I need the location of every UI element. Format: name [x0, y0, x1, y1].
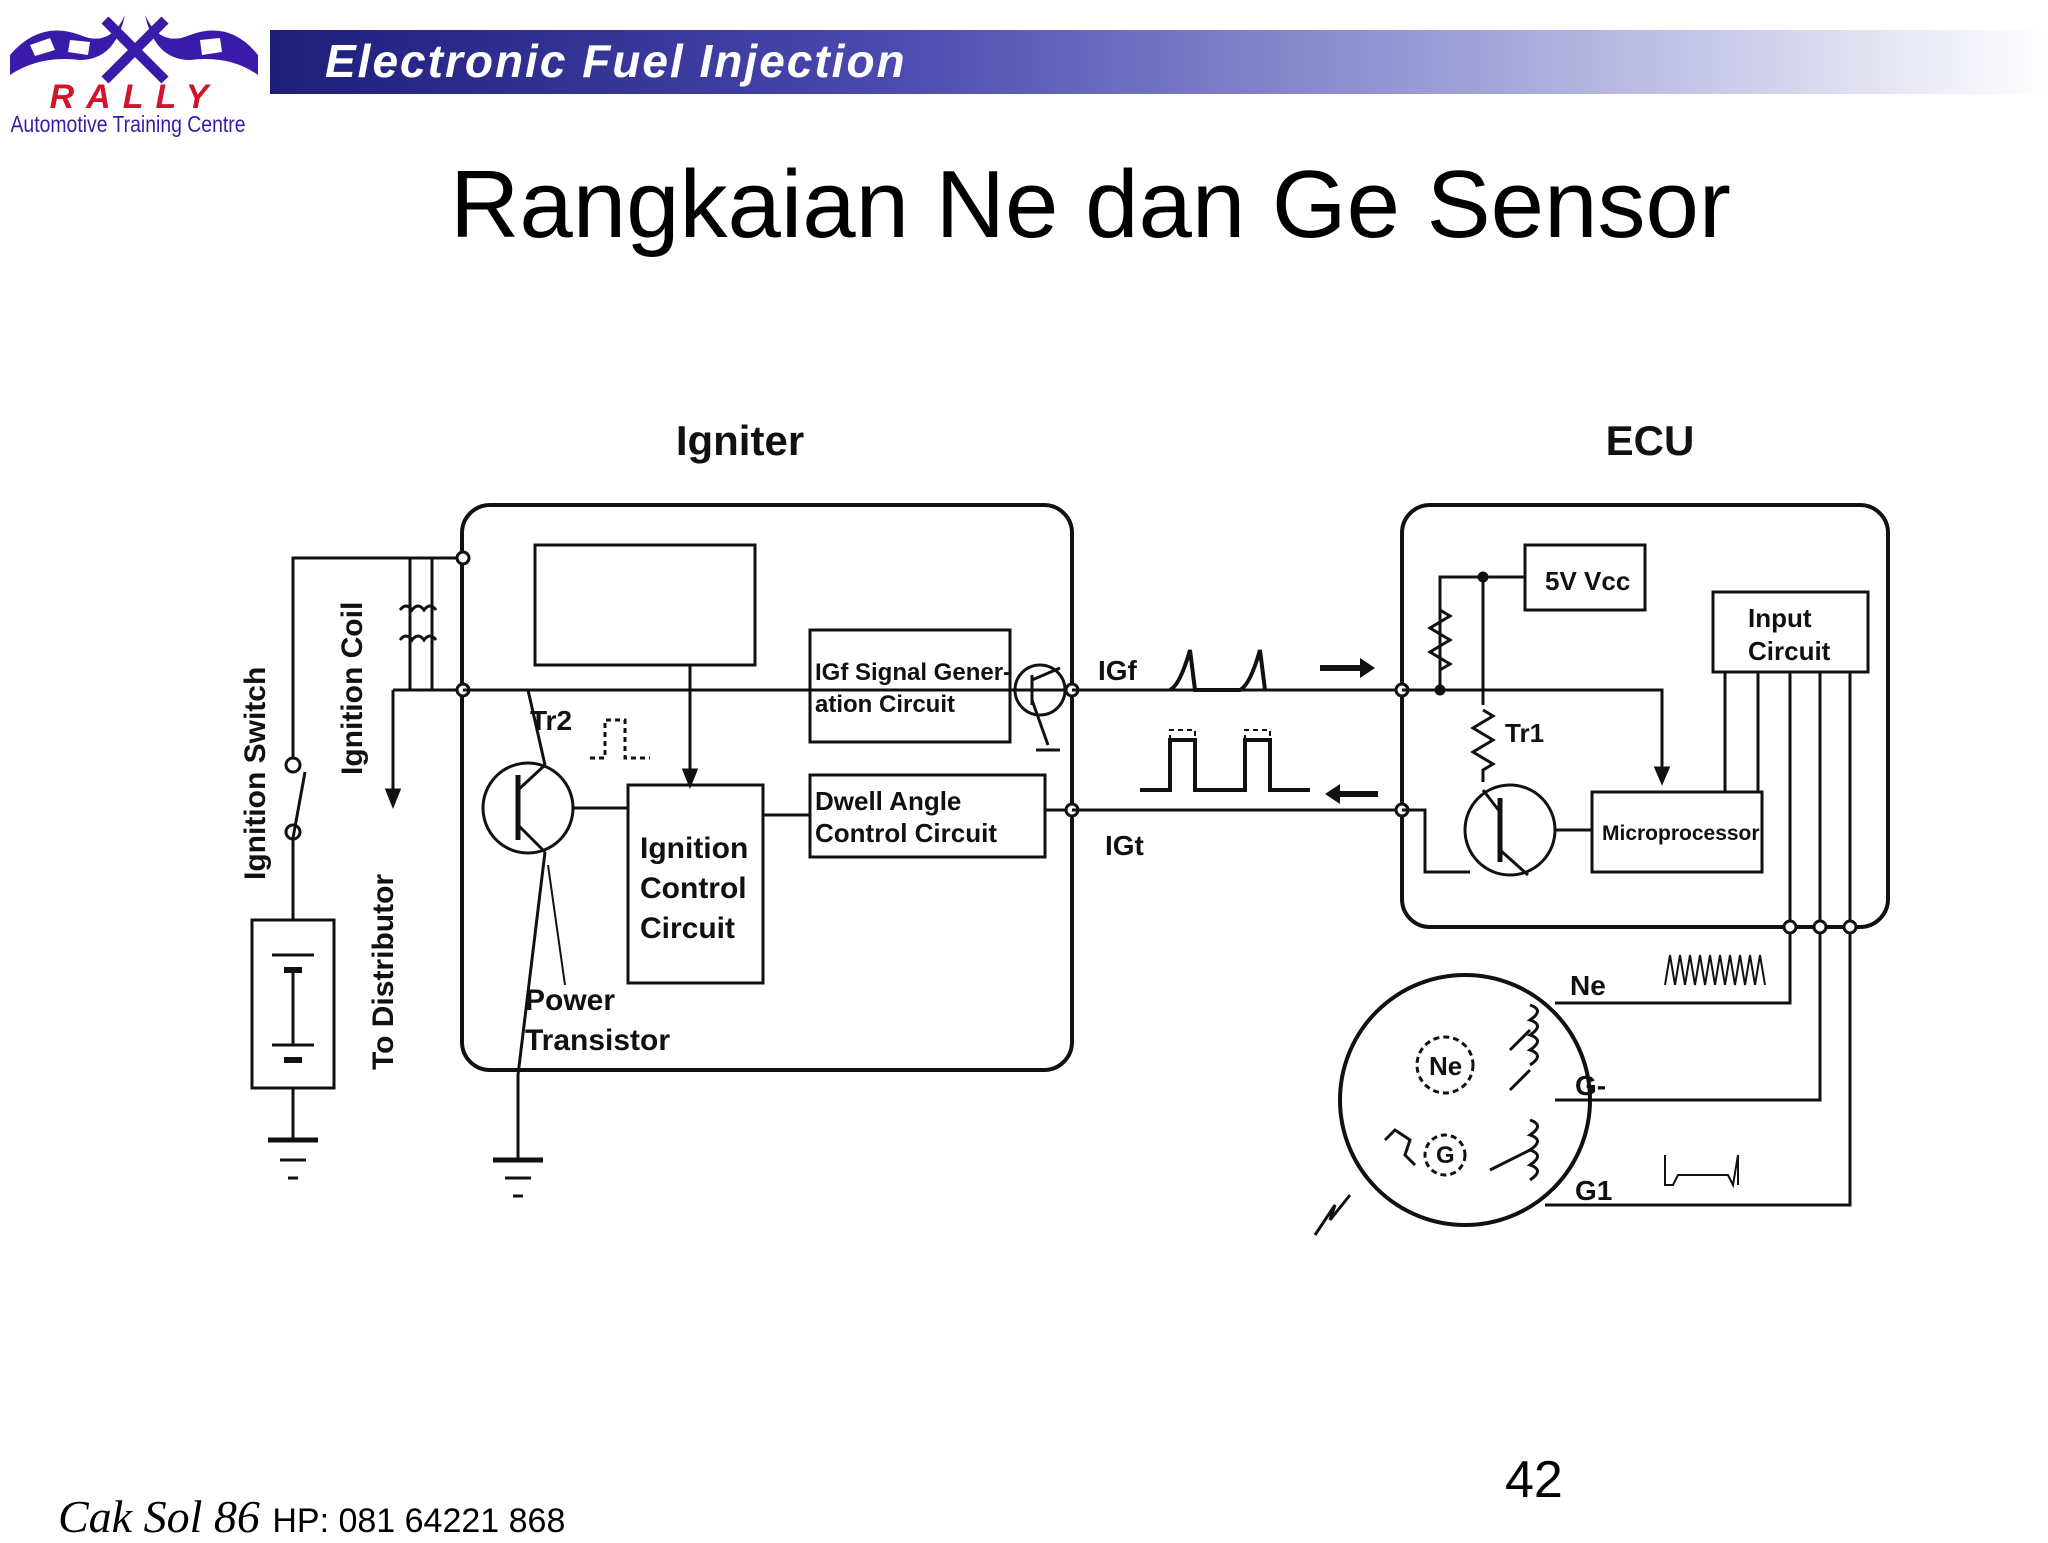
igf-label: IGf [1098, 655, 1138, 686]
footer-signature: Cak Sol 86 [58, 1491, 260, 1542]
ignition-control-circuit-box [626, 783, 765, 985]
rally-logo: RALLY Automotive Training Centre [10, 15, 258, 137]
tr1-label: Tr1 [1505, 718, 1544, 748]
tr1-transistor-symbol [1402, 783, 1592, 877]
g1-waveform [1664, 1154, 1739, 1189]
igf-signal-generation-box [808, 628, 1012, 744]
ne-label: Ne [1570, 970, 1606, 1001]
power-transistor-symbol [481, 689, 628, 1198]
rotor-g-label: G [1436, 1142, 1455, 1169]
ignition-coil-symbol [384, 550, 471, 810]
vcc-label: 5V Vcc [1545, 566, 1630, 596]
igniter-label: Igniter [676, 417, 804, 464]
power-transistor-line2: Transistor [525, 1024, 670, 1057]
tr1-resistor [1470, 708, 1496, 782]
page-number: 42 [1505, 1451, 1563, 1509]
igt-arrow-left [1325, 784, 1378, 804]
microprocessor-label: Microprocessor [1602, 822, 1760, 845]
pullup-resistor [1427, 608, 1453, 672]
ignition-coil-label: Ignition Coil [336, 602, 369, 775]
dwell-angle-line1: Dwell Angle [815, 786, 961, 816]
input-circuit-line2: Circuit [1748, 636, 1831, 666]
ground-symbol [268, 1088, 318, 1180]
rotor-ne-label: Ne [1429, 1051, 1462, 1081]
checkered-flag-icon [10, 15, 258, 84]
igf-output-transistor [1010, 663, 1067, 752]
to-distributor-label: To Distributor [367, 874, 400, 1070]
ignition-control-line1: Ignition [640, 832, 748, 865]
ecu-box [1400, 503, 1890, 929]
microprocessor-box [1590, 790, 1764, 874]
igt-waveform [1140, 738, 1310, 792]
slide-title: Rangkaian Ne dan Ge Sensor [450, 151, 1731, 258]
banner-title: Electronic Fuel Injection [325, 35, 907, 87]
tr2-label: Tr2 [530, 705, 572, 736]
logo-brand: RALLY [50, 78, 221, 116]
ignition-switch-symbol [284, 556, 463, 920]
igniter-empty-block [533, 543, 757, 667]
input-circuit-line1: Input [1748, 603, 1812, 633]
tr2-pulse-waveform [590, 718, 650, 760]
igf-waveform [1168, 649, 1267, 692]
ignition-switch-label: Ignition Switch [239, 667, 272, 880]
igf-signal-line2: ation Circuit [815, 691, 955, 718]
circuit-diagram: Igniter ECU Ignition Switch Ignition Coi… [239, 417, 1890, 1236]
igniter-box [460, 503, 1074, 1072]
ecu-label: ECU [1606, 417, 1695, 464]
power-transistor-line1: Power [525, 984, 615, 1017]
battery-symbol [250, 918, 336, 1090]
ignition-control-line2: Control [640, 872, 747, 905]
ne-waveform [1664, 954, 1766, 986]
dwell-angle-line2: Control Circuit [815, 818, 997, 848]
distributor-sensor [1313, 973, 1592, 1236]
footer: Cak Sol 86 HP: 081 64221 868 [58, 1490, 565, 1543]
footer-phone: HP: 081 64221 868 [272, 1502, 566, 1540]
igf-arrow-right [1320, 658, 1375, 678]
ignition-control-line3: Circuit [640, 912, 735, 945]
igf-signal-line1: IGf Signal Gener- [815, 659, 1011, 686]
logo-subtitle: Automotive Training Centre [11, 111, 246, 137]
g1-label: G1 [1575, 1175, 1612, 1206]
header-banner: Electronic Fuel Injection [270, 30, 2048, 94]
igt-label: IGt [1105, 830, 1144, 861]
